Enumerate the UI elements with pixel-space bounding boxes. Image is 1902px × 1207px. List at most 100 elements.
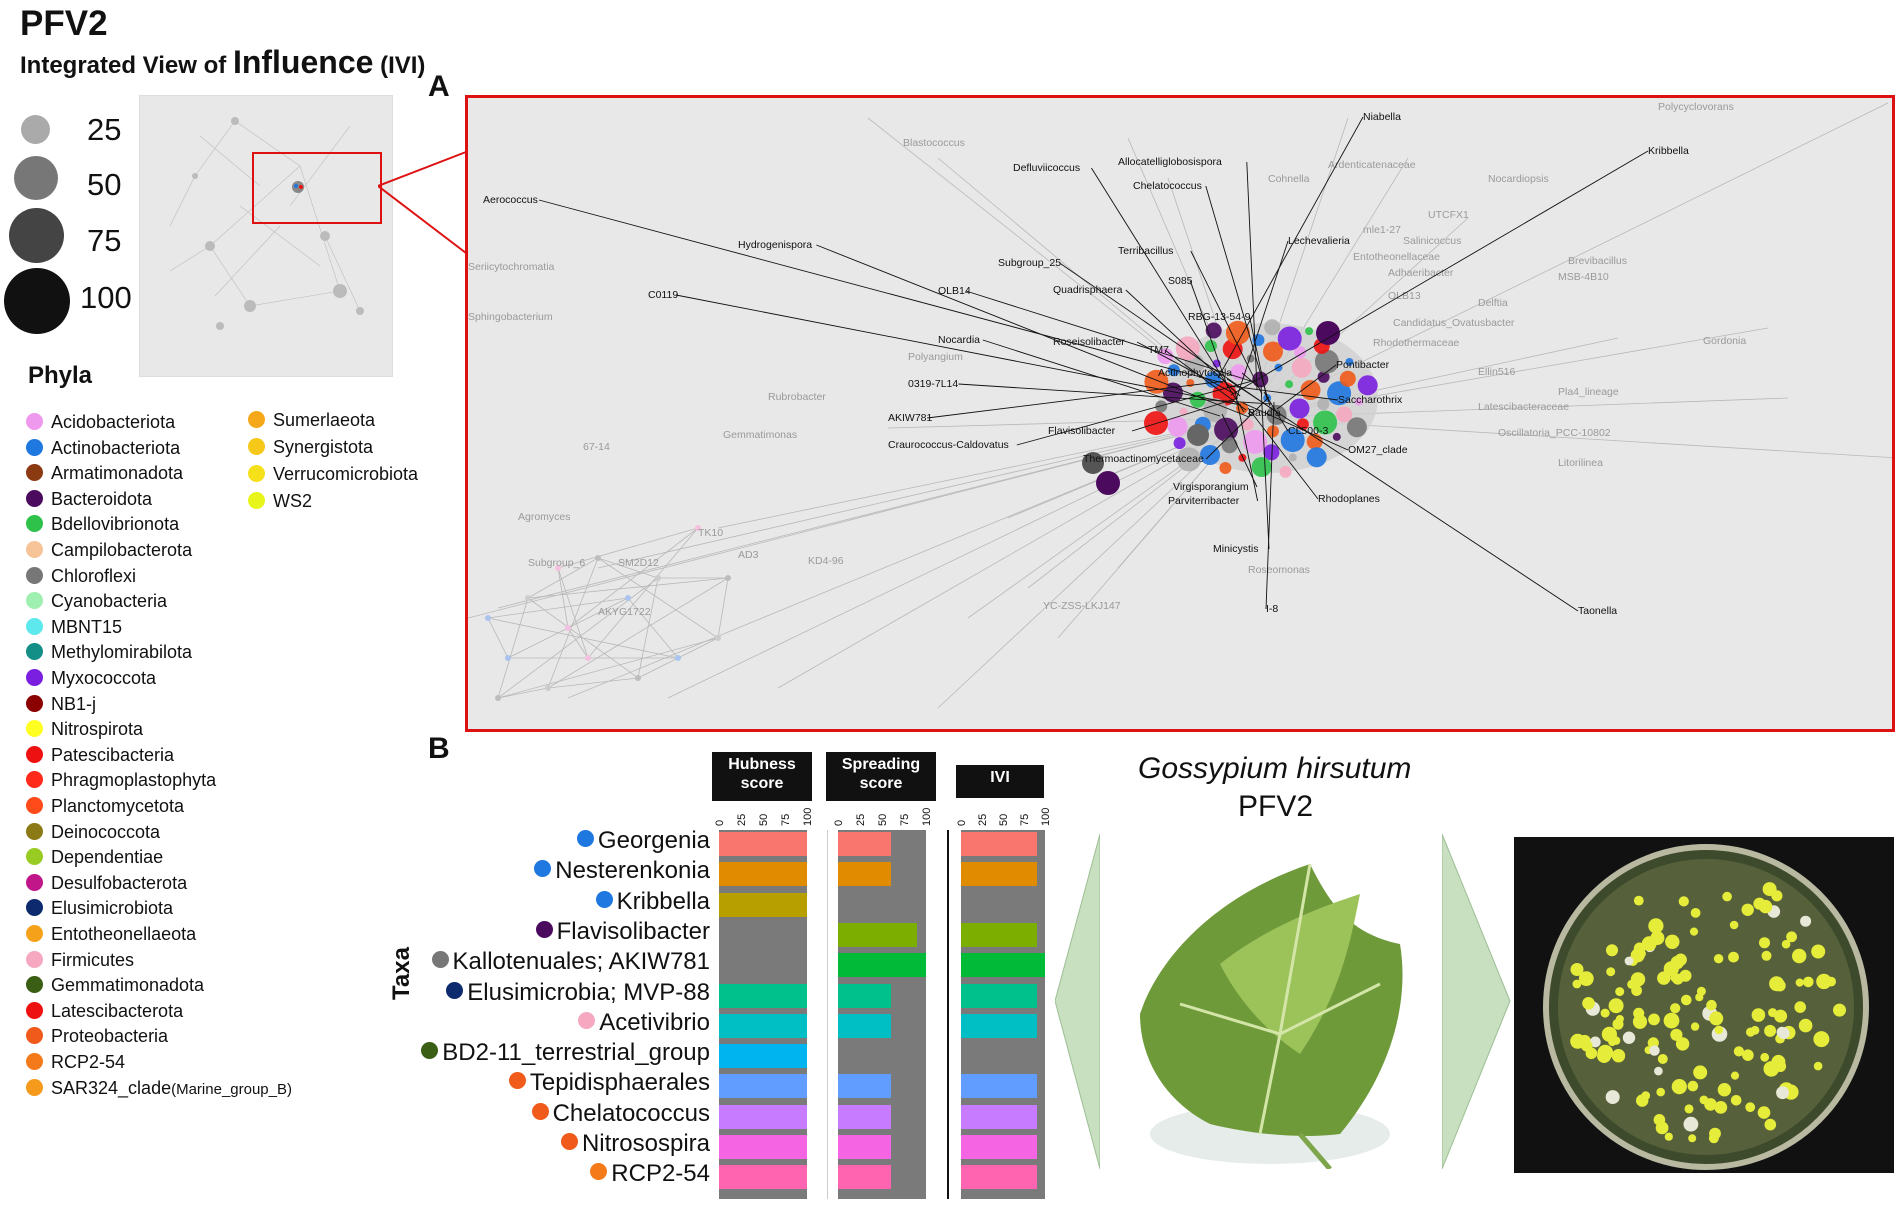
bar-hubness xyxy=(719,1104,807,1129)
axis-tick-label: 75 xyxy=(1019,813,1031,826)
leader-line xyxy=(965,290,1255,383)
cotton-leaf-photo xyxy=(1100,834,1438,1171)
leader-line xyxy=(1247,407,1319,500)
bacterial-colony xyxy=(1690,1022,1700,1031)
taxon-name: Elusimicrobia; MVP-88 xyxy=(467,978,710,1006)
overview-network-thumbnail xyxy=(139,95,393,377)
taxon-label: Elusimicrobia; MVP-88 xyxy=(446,979,710,1007)
highlighted-node-label: Lechevalieria xyxy=(1288,235,1350,247)
bar-spreading xyxy=(838,832,891,856)
highlighted-node-label: Aerococcus xyxy=(483,194,538,206)
bacterial-colony xyxy=(1750,1025,1760,1035)
faded-node-label: Cohnella xyxy=(1268,173,1310,185)
bacterial-colony xyxy=(1728,951,1739,963)
phylum-legend-item: NB1-j xyxy=(26,694,96,715)
leader-line xyxy=(1205,396,1270,460)
highlighted-node-label: Roseisolibacter xyxy=(1053,336,1125,348)
bacterial-colony xyxy=(1833,1003,1846,1017)
highlighted-node-label: Quadrisphaera xyxy=(1053,284,1123,296)
size-label-50: 50 xyxy=(87,167,122,202)
phylum-color-dot xyxy=(248,411,265,428)
phylum-color-dot xyxy=(26,745,43,763)
axis-tick-label: 75 xyxy=(899,813,911,826)
bacterial-colony xyxy=(1757,1106,1771,1119)
faded-node-label: AKYG1722 xyxy=(598,606,651,618)
bacterial-colony xyxy=(1670,1003,1681,1014)
size-label-75: 75 xyxy=(87,223,122,258)
taxon-phylum-dot xyxy=(595,890,613,908)
taxon-phylum-dot xyxy=(421,1042,439,1060)
bacterial-colony xyxy=(1681,994,1692,1006)
bacterial-colony xyxy=(1570,963,1584,976)
faded-node-label: UTCFX1 xyxy=(1428,209,1469,221)
phylum-color-dot xyxy=(26,720,43,738)
panel-divider xyxy=(827,830,828,1199)
faded-node-label: Sphingobacterium xyxy=(468,311,553,323)
bar-hubness xyxy=(719,1165,807,1190)
faded-node-label: Ellin516 xyxy=(1478,366,1516,378)
faded-node-label: Brevibacillus xyxy=(1568,255,1627,267)
taxon-name: Kallotenuales; AKIW781 xyxy=(452,948,711,976)
figure-subtitle: Integrated View of Influence (IVI) xyxy=(20,44,425,81)
highlighted-node-label: TM7 xyxy=(1148,344,1169,356)
leaf-illustration xyxy=(1140,863,1403,1171)
taxon-name: Tepidisphaerales xyxy=(529,1069,710,1097)
phylum-label: Desulfobacterota xyxy=(51,872,188,893)
phylum-color-dot xyxy=(26,541,43,558)
leader-line xyxy=(1221,413,1258,488)
leader-line xyxy=(1205,185,1271,407)
bacterial-colony xyxy=(1751,1008,1766,1022)
petri-dish-illustration xyxy=(1543,844,1869,1170)
phylum-color-dot xyxy=(248,465,265,482)
phylum-color-dot xyxy=(26,515,43,533)
bacterial-colony xyxy=(1741,903,1754,916)
taxon-phylum-dot xyxy=(531,1102,549,1120)
figure-title: PFV2 xyxy=(20,4,108,43)
phylum-color-dot xyxy=(26,489,43,507)
highlighted-node-label: Chelatococcus xyxy=(1133,180,1202,192)
highlighted-node-label: Terribacillus xyxy=(1118,245,1173,257)
faded-node-label: Salinicoccus xyxy=(1403,235,1461,247)
highlighted-node-label: I-8 xyxy=(1266,603,1278,615)
phylum-label: Dependentiae xyxy=(51,847,164,868)
leader-line xyxy=(1091,167,1245,413)
taxon-phylum-dot xyxy=(590,1163,608,1181)
leader-line xyxy=(1217,116,1364,379)
highlighted-node-label: 0319-7L14 xyxy=(908,378,958,390)
bacterial-colony xyxy=(1769,976,1785,992)
phylum-legend-item: Synergistota xyxy=(248,437,373,458)
bar-hubness xyxy=(719,983,807,1008)
phylum-label: Acidobacteriota xyxy=(51,412,176,432)
panel-divider xyxy=(947,830,949,1199)
taxon-name: BD2-11_terrestrial_group xyxy=(442,1039,710,1067)
highlighted-node-label: Virgisporangium xyxy=(1173,481,1249,493)
bacterial-colony xyxy=(1690,908,1701,918)
faded-node-label: YC-ZSS-LKJ147 xyxy=(1043,600,1121,612)
phylum-legend-item: MBNT15 xyxy=(26,617,122,638)
bacterial-colony xyxy=(1708,1133,1719,1144)
size-circle-100 xyxy=(4,268,70,334)
phylum-color-dot xyxy=(26,873,43,891)
bar-spreading xyxy=(838,983,891,1008)
highlighted-node-label: Niabella xyxy=(1363,111,1401,123)
panel-header-ivi: IVI xyxy=(956,765,1044,798)
faded-node-label: mle1-27 xyxy=(1363,224,1401,236)
bacterial-colony xyxy=(1622,1031,1636,1044)
axis-tick-label: 0 xyxy=(833,819,845,826)
petri-dish-photo xyxy=(1514,837,1894,1173)
taxon-phylum-dot xyxy=(446,981,464,999)
faded-node-label: Adhaeribacter xyxy=(1388,267,1454,279)
phylum-color-dot xyxy=(26,899,43,917)
phylum-legend-item: Campilobacterota xyxy=(26,540,192,561)
bacterial-colony xyxy=(1582,997,1595,1010)
highlighted-node-label: Thermoactinomycetaceae xyxy=(1083,453,1204,465)
faded-node-label: Pla4_lineage xyxy=(1558,386,1619,398)
phylum-color-dot xyxy=(26,438,43,456)
phylum-legend-item: Dependentiae xyxy=(26,847,163,868)
taxon-label: Tepidisphaerales xyxy=(508,1069,710,1097)
bar-ivi xyxy=(961,1165,1037,1190)
phylum-legend-item: Acidobacteriota xyxy=(26,412,175,433)
bar-hubness xyxy=(719,892,807,917)
bacterial-colony xyxy=(1580,1040,1593,1052)
